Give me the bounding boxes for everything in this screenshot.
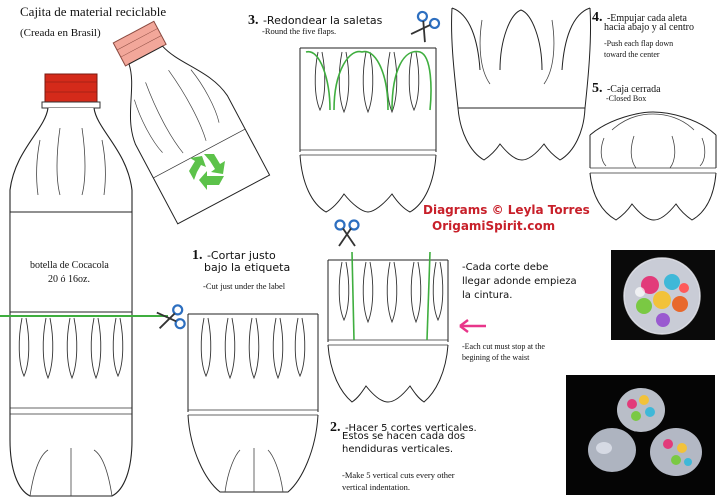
- credit-line-2: OrigamiSpirit.com: [432, 219, 556, 233]
- step4-push-piece: [451, 7, 592, 161]
- step-2-es-line-1: -Hacer 5 cortes verticales.: [344, 423, 477, 434]
- step-2-es-line-2: Estos se hacen cada dos: [342, 431, 466, 442]
- step-4-en-line-2: toward the center: [604, 50, 660, 59]
- bottle-top-illustration: [112, 20, 271, 225]
- step-4-number: 4.: [592, 10, 603, 25]
- bottle-illustration: [9, 73, 133, 497]
- cut-note-en-line-2: begining of the waist: [462, 353, 530, 362]
- step1-bottom-piece: [187, 313, 319, 493]
- step-4-en-line-1: -Push each flap down: [604, 39, 674, 48]
- step-2-es-line-3: hendiduras verticales.: [342, 444, 454, 455]
- scissors-icon: [406, 9, 442, 45]
- step-1-en-line-1: -Cut just under the label: [203, 281, 286, 291]
- arrow-left-icon: [459, 319, 486, 333]
- bottle-label-line-2: 20 ó 16oz.: [48, 274, 90, 285]
- bottle-label-line-1: botella de Cocacola: [30, 260, 109, 271]
- step-1-label: 1. -Cortar justo: [192, 246, 276, 264]
- step-5-es-line-1: -Caja cerrada: [606, 84, 661, 95]
- step-3-es-line-1: -Redondear la saletas: [262, 14, 383, 27]
- bottle-cap: [44, 73, 98, 103]
- step-5-label: 5. -Caja cerrada: [592, 79, 661, 97]
- photo-finished-boxes: [566, 375, 715, 495]
- step-1-es-line-1: -Cortar justo: [206, 249, 276, 262]
- step-4-es-line-1: -Empujar cada aleta: [606, 13, 687, 24]
- cut-note-en-line-1: -Each cut must stop at the: [462, 342, 545, 351]
- step-4-label: 4. -Empujar cada aleta: [592, 8, 687, 26]
- step-5-en-line-1: -Closed Box: [606, 94, 647, 103]
- cut-note-es-line-1: -Cada corte debe: [462, 262, 549, 273]
- credit-line-1: Diagrams © Leyla Torres: [423, 203, 590, 217]
- photo-finished-ball: [611, 250, 715, 340]
- step-3-number: 3.: [248, 13, 259, 28]
- step-3-label: 3. -Redondear la saletas: [248, 11, 382, 29]
- page-title: Cajita de material reciclable: [20, 4, 167, 19]
- page-subtitle: (Creada en Brasil): [20, 27, 101, 39]
- step5-closed-box: [589, 111, 717, 221]
- step-2-en-line-1: -Make 5 vertical cuts every other: [342, 470, 455, 480]
- cut-note-es-line-3: la cintura.: [462, 290, 513, 301]
- scissors-icon: [155, 303, 187, 333]
- scissors-icon: [334, 219, 360, 248]
- step-4-es-line-2: hacia abajo y al centro: [604, 22, 694, 33]
- step-1-number: 1.: [192, 248, 203, 263]
- step3-flaps-piece: [299, 47, 437, 213]
- step-5-number: 5.: [592, 81, 603, 96]
- step-2-label: 2. -Hacer 5 cortes verticales.: [330, 418, 477, 436]
- step2-cut-piece: [327, 251, 449, 403]
- step-2-en-line-2: vertical indentation.: [342, 482, 410, 492]
- cut-note-es-line-2: llegar adonde empieza: [462, 276, 577, 287]
- recycle-icon: [189, 154, 225, 190]
- step-3-en-line-1: -Round the five flaps.: [262, 26, 337, 36]
- step-1-es-line-2: bajo la etiqueta: [204, 261, 291, 274]
- step-2-number: 2.: [330, 420, 341, 435]
